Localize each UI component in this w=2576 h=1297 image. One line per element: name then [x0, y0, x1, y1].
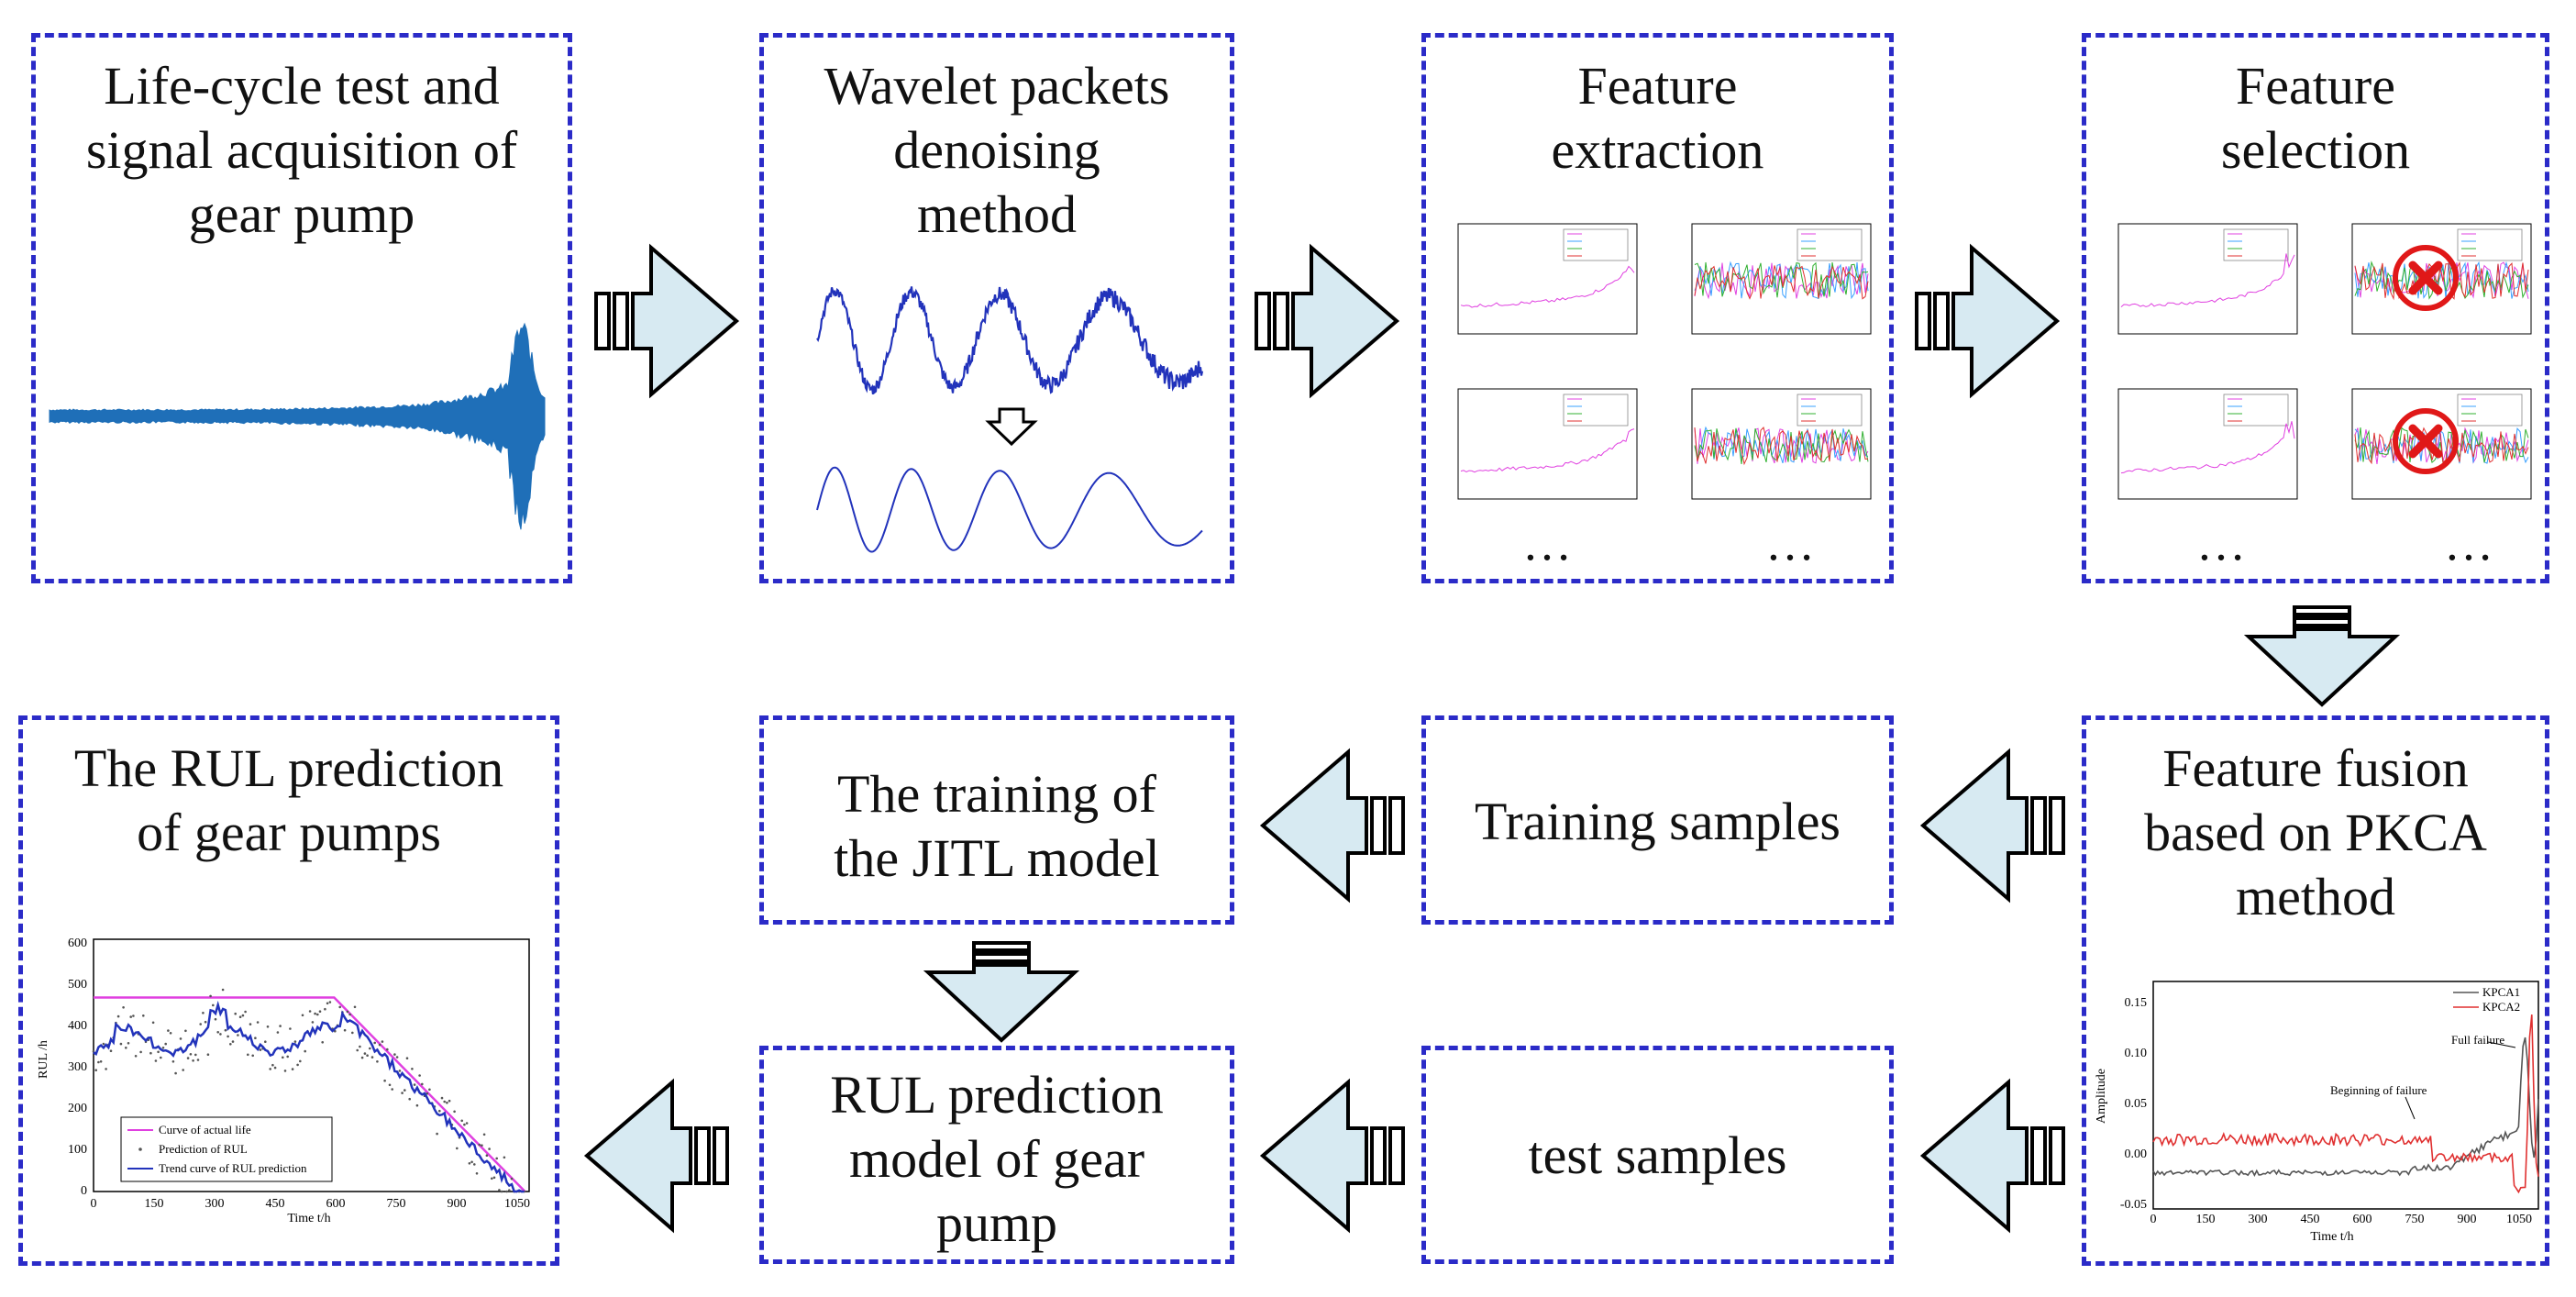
box-title: test samples — [1528, 1125, 1787, 1185]
x-tick: 1050 — [2506, 1213, 2532, 1226]
box-title: The training of the JITL model — [834, 764, 1160, 888]
x-tick: 600 — [326, 1197, 346, 1211]
right-arrow-icon — [1255, 243, 1400, 399]
ellipsis: … — [2196, 515, 2246, 571]
y-tick: 500 — [68, 978, 87, 992]
feature-mini-plot — [2117, 223, 2298, 335]
x-tick: 1050 — [504, 1197, 530, 1211]
right-arrow-icon — [1915, 243, 2061, 399]
y-tick: 300 — [68, 1060, 87, 1074]
left-arrow-icon — [1919, 748, 2065, 903]
box-title: Training samples — [1474, 792, 1841, 851]
y-tick: 0.10 — [2125, 1047, 2148, 1060]
box-test-samples: test samples — [1421, 1046, 1894, 1264]
x-tick: 900 — [448, 1197, 467, 1211]
reject-icon — [2393, 408, 2459, 474]
legend-entry: KPCA2 — [2482, 1000, 2520, 1014]
x-tick: 300 — [205, 1197, 225, 1211]
box-jitl-training: The training of the JITL model — [759, 715, 1234, 925]
x-tick: 150 — [145, 1197, 164, 1211]
vibration-signal-plot — [49, 322, 546, 530]
feature-mini-plot — [2351, 388, 2532, 500]
box-feature-fusion: Feature fusion based on PKCA method Ampl… — [2082, 715, 2549, 1266]
feature-mini-plot — [1691, 223, 1872, 335]
x-tick: 750 — [2405, 1213, 2425, 1226]
down-arrow-icon — [923, 941, 1080, 1043]
rul-prediction-chart: RUL /h 600 500 400 300 200 100 0 0 150 3… — [37, 937, 530, 1225]
left-arrow-icon — [1259, 1078, 1405, 1234]
noisy-wave-plot — [816, 286, 1204, 394]
feature-mini-plot — [1691, 388, 1872, 500]
feature-mini-plot — [2117, 388, 2298, 500]
box-title: RUL prediction model of gear pump — [830, 1065, 1164, 1253]
y-tick: 100 — [68, 1143, 87, 1157]
ellipsis: … — [2444, 515, 2493, 571]
x-tick: 0 — [2150, 1213, 2157, 1226]
box-title: Wavelet packets denoising method — [824, 56, 1170, 244]
ylabel: RUL /h — [37, 1040, 50, 1079]
x-tick: 450 — [2301, 1213, 2320, 1226]
left-arrow-icon — [1259, 748, 1405, 903]
fusion-chart: Amplitude 0.15 0.10 0.05 0.00 -0.05 0 15… — [2095, 981, 2539, 1244]
y-tick: 400 — [68, 1019, 87, 1033]
x-tick: 900 — [2458, 1213, 2477, 1226]
box-life-cycle-test: Life-cycle test and signal acquisition o… — [31, 33, 572, 583]
y-tick: 0.00 — [2125, 1147, 2148, 1161]
legend-entry: Trend curve of RUL prediction — [159, 1161, 307, 1175]
box-training-samples: Training samples — [1421, 715, 1894, 925]
feature-mini-plot — [1457, 223, 1638, 335]
feature-mini-plot — [2351, 223, 2532, 335]
ellipsis: … — [1765, 515, 1815, 571]
box-title: The RUL prediction of gear pumps — [73, 738, 504, 862]
box-title: Feature fusion based on PKCA method — [2144, 738, 2487, 926]
box-rul-model: RUL prediction model of gear pump — [759, 1046, 1234, 1264]
legend-entry: Curve of actual life — [159, 1123, 251, 1136]
x-tick: 450 — [266, 1197, 285, 1211]
annotation: Beginning of failure — [2330, 1083, 2427, 1097]
box-feature-extraction: Feature extraction … … — [1421, 33, 1894, 583]
down-arrow-icon — [985, 407, 1038, 447]
y-tick: 200 — [68, 1102, 87, 1115]
x-tick: 300 — [2249, 1213, 2268, 1226]
y-tick: 0.05 — [2125, 1097, 2148, 1111]
xlabel: Time t/h — [287, 1212, 330, 1225]
annotation: Full failure — [2451, 1033, 2504, 1047]
box-feature-selection: Feature selection … … — [2082, 33, 2549, 583]
xlabel: Time t/h — [2310, 1230, 2353, 1244]
y-tick: 600 — [68, 937, 87, 950]
y-tick: -0.05 — [2120, 1198, 2147, 1212]
x-tick: 0 — [91, 1197, 97, 1211]
y-tick: 0.15 — [2125, 996, 2148, 1010]
box-title: Feature selection — [2220, 56, 2411, 180]
box-title: Feature extraction — [1551, 56, 1764, 180]
feature-mini-plot — [1457, 388, 1638, 500]
box-wavelet-denoising: Wavelet packets denoising method — [759, 33, 1234, 583]
ylabel: Amplitude — [2095, 1069, 2108, 1124]
x-tick: 600 — [2353, 1213, 2372, 1226]
ellipsis: … — [1522, 515, 1572, 571]
legend-entry: KPCA1 — [2482, 985, 2520, 999]
right-arrow-icon — [594, 243, 740, 399]
legend-entry: Prediction of RUL — [159, 1142, 248, 1156]
box-rul-prediction: The RUL prediction of gear pumps RUL /h … — [18, 715, 559, 1266]
denoised-wave-plot — [816, 466, 1203, 553]
left-arrow-icon — [583, 1078, 729, 1234]
y-tick: 0 — [81, 1184, 87, 1198]
x-tick: 150 — [2196, 1213, 2216, 1226]
x-tick: 750 — [387, 1197, 406, 1211]
left-arrow-icon — [1919, 1078, 2065, 1234]
box-title: Life-cycle test and signal acquisition o… — [85, 56, 518, 244]
down-arrow-icon — [2243, 605, 2401, 707]
reject-icon — [2393, 245, 2459, 311]
